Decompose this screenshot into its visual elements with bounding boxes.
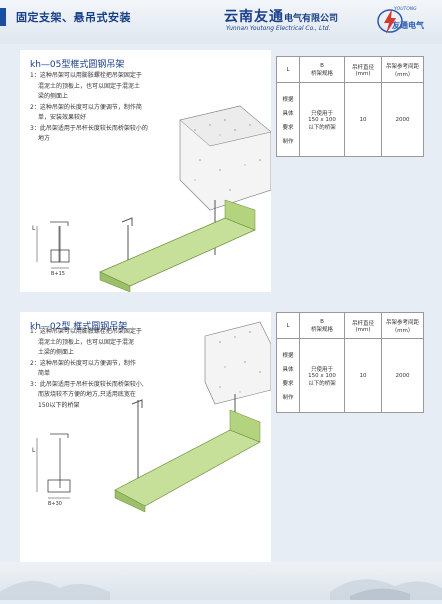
product-panel-kh02: kh—02型 框式圆钢吊架 1：这种吊架可以用膨胀螺栓把吊架固定于 混泥土的顶板… [20, 312, 271, 562]
company-brand: 云南友通电气有限公司 Yunnan Youtong Electrical Co.… [224, 6, 374, 36]
desc-line: 混泥土的顶板上，也可以固定于混泥 [38, 338, 135, 346]
desc-line: 3：此吊架适用于吊杆长度较长而桥架较小, [30, 380, 144, 388]
logo-cn: 友通电气 [392, 21, 424, 30]
desc-line: 单，安装效果较好 [38, 114, 87, 121]
company-name-en: Yunnan Youtong Electrical Co., Ltd. [226, 25, 331, 32]
cell-diameter: 10 [344, 338, 382, 413]
row-note: 根据具体要求制作 [276, 82, 300, 157]
desc-line: 简单 [38, 370, 51, 377]
desc-line: 2：这种吊架的长度可以方便调节，制作 [30, 359, 136, 367]
col-diameter: 吊杆直径(mm) [344, 56, 382, 83]
col-l: L [276, 56, 300, 83]
cable-tray [99, 217, 256, 287]
desc-line: 土梁的侧面上 [38, 349, 75, 356]
cable-tray [114, 429, 261, 507]
dim-b-label: B+15 [51, 271, 65, 277]
panel-title: kh—02型 框式圆钢吊架 [30, 322, 128, 332]
col-diameter: 吊杆直径(mm) [344, 312, 382, 339]
col-gap: 吊架参考间距（mm） [381, 56, 424, 83]
company-name-cn: 云南友通电气有限公司 [224, 9, 339, 25]
cell-diameter: 10 [344, 82, 382, 157]
panel-description: 1：这种吊架可以用膨胀螺栓把吊架固定于 混泥土的顶板上，也可以固定于混泥 土梁的… [30, 327, 170, 411]
logo-en: YOUTONG [394, 7, 417, 12]
desc-line: 1：这种吊架可以用膨胀螺栓把吊架固定于 [30, 328, 142, 335]
panel-title: kh—05型框式圆钢吊架 [30, 60, 125, 70]
dim-l-label: L [32, 225, 36, 232]
dim-b-label: B+30 [48, 501, 62, 507]
desc-line: 3：此吊架适用于吊杆长度较长而桥架较小的 [30, 124, 148, 132]
panel-description: 1：这种吊架可以用膨胀螺栓把吊架固定于 混泥土的顶板上，也可以固定于混泥土 梁的… [30, 71, 170, 145]
cell-gap: 2000 [381, 338, 424, 413]
hanger-drawing: L B+15 [32, 105, 271, 292]
desc-line: 150以下的桥架 [38, 401, 80, 409]
cell-gap: 2000 [381, 82, 424, 157]
desc-line: 而放烧较不方便的地方,只适用底宽在 [38, 391, 136, 398]
desc-line: 1：这种吊架可以用膨胀螺栓把吊架固定于 [30, 72, 142, 79]
page-header: 固定支架、悬吊式安装 云南友通电气有限公司 Yunnan Youtong Ele… [0, 0, 442, 44]
desc-line: 2：这种吊架的长度可以方便调节，制作简 [30, 103, 142, 111]
hanger-drawing: L B+30 [32, 321, 271, 513]
dim-l-label: L [32, 447, 36, 454]
landscape-decoration [0, 579, 442, 600]
lightning-logo-icon [377, 9, 403, 34]
header-accent-bar [0, 8, 6, 26]
section-title: 固定支架、悬吊式安装 [16, 11, 131, 24]
product-panel-kh05: kh—05型框式圆钢吊架 1：这种吊架可以用膨胀螺栓把吊架固定于 混泥土的顶板上… [20, 50, 271, 292]
col-l: L [276, 312, 300, 339]
concrete-slab [204, 321, 271, 405]
row-note: 根据具体要求制作 [276, 338, 300, 413]
desc-line: 混泥土的顶板上，也可以固定于混泥土 [38, 82, 141, 90]
desc-line: 地方 [38, 135, 51, 142]
desc-line: 梁的侧面上 [38, 93, 69, 100]
page-footer [0, 562, 442, 600]
col-gap: 吊架参考间距（mm） [381, 312, 424, 339]
company-logo: YOUTONG 友通电气 [376, 3, 436, 39]
